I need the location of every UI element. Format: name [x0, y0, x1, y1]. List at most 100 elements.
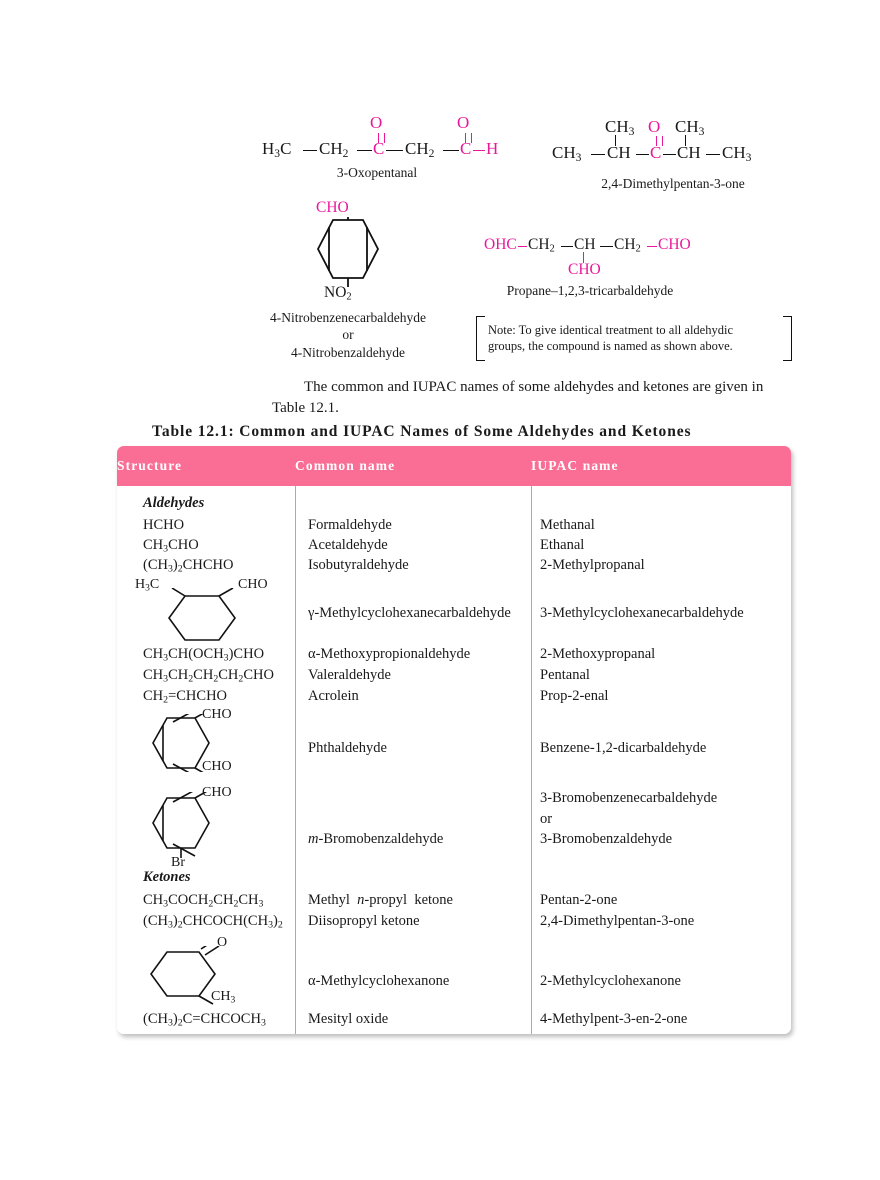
- section-label-aldehydes: Aldehydes: [143, 495, 205, 511]
- bond-4: [647, 246, 657, 247]
- label-cho: CHO: [316, 199, 349, 216]
- atom-c-keto: C: [373, 139, 385, 158]
- label-cho-top: CHO: [202, 707, 232, 722]
- atom-ch-right: CH: [677, 143, 701, 162]
- row-iupac: Pentan-2-one: [540, 892, 618, 908]
- bond-2: [357, 150, 372, 151]
- row-common: Valeraldehyde: [308, 667, 391, 683]
- label-cho-right: CHO: [658, 236, 691, 253]
- row-common: Phthaldehyde: [308, 740, 387, 756]
- row-iupac: Pentanal: [540, 667, 590, 683]
- table-title: Table 12.1: Common and IUPAC Names of So…: [152, 423, 692, 440]
- double-bond-co: [656, 136, 663, 146]
- bracket-right-icon: [783, 316, 792, 361]
- header-structure: Structure: [117, 458, 183, 473]
- cyclohexane-ring: [168, 588, 236, 641]
- label-cho: CHO: [202, 785, 232, 800]
- atom-ch3-top-left: CH3: [605, 117, 635, 138]
- bond-3: [600, 246, 613, 247]
- bond-4: [706, 154, 720, 155]
- row-common: α-Methoxypropionaldehyde: [308, 646, 471, 662]
- row-structure: CH3CH2CH2CH2CHO: [143, 667, 274, 685]
- label-ohc: OHC: [484, 236, 517, 253]
- row-common: Mesityl oxide: [308, 1011, 389, 1027]
- table-header-row: Structure Common name IUPAC name: [117, 446, 791, 486]
- bond-4: [443, 150, 459, 151]
- label-cho-bottom: CHO: [568, 261, 601, 278]
- row-structure: CH2=CHCHO: [143, 688, 228, 706]
- row-iupac: 2-Methoxypropanal: [540, 646, 656, 662]
- atom-ch2-a: CH2: [528, 236, 555, 255]
- row-common: α-Methylcyclohexanone: [308, 973, 450, 989]
- bond-2: [561, 246, 573, 247]
- row-iupac: Methanal: [540, 517, 595, 533]
- note-line-2: groups, the compound is named as shown a…: [488, 339, 733, 353]
- row-structure: (CH3)2C=CHCOCH3: [143, 1011, 266, 1029]
- caption-nitrobenzaldehyde-or: or: [342, 327, 354, 342]
- atom-c-carbonyl: C: [650, 143, 662, 162]
- row-iupac: 4-Methylpent-3-en-2-one: [540, 1011, 688, 1027]
- label-h3c: H3C: [135, 577, 160, 594]
- row-structure: (CH3)2CHCOCH(CH3)2: [143, 913, 283, 931]
- caption-3-oxopentanal: 3-Oxopentanal: [336, 165, 418, 180]
- label-o: O: [217, 935, 228, 950]
- atom-ch3-top-right: CH3: [675, 117, 705, 138]
- caption-nitrobenzaldehyde-line3: 4-Nitrobenzaldehyde: [291, 345, 405, 360]
- row-structure: CH3CH(OCH3)CHO: [143, 646, 265, 664]
- row-common: Diisopropyl ketone: [308, 913, 420, 929]
- row-structure: CH3CHO: [143, 537, 199, 555]
- atom-o-keto: O: [370, 113, 383, 132]
- label-no2: NO2: [324, 284, 352, 303]
- atom-ch-left: CH: [607, 143, 631, 162]
- row-iupac-line2: or: [540, 811, 553, 827]
- benzene-ring-nitro: [316, 217, 380, 287]
- atom-ch2-b: CH2: [405, 139, 435, 160]
- double-bond-keto: [378, 133, 385, 143]
- note-line-1: Note: To give identical treatment to all…: [488, 323, 733, 337]
- structure-3-oxopentanal-graphic: H3C CH2 C O CH2 C O H: [262, 114, 522, 168]
- row-iupac: 2,4-Dimethylpentan-3-one: [540, 913, 695, 929]
- names-table: Structure Common name IUPAC name Aldehyd…: [117, 446, 791, 1034]
- structure-m-bromobenzaldehyde: CHO Br: [135, 786, 285, 874]
- atom-ch3-left: CH3: [552, 143, 582, 164]
- header-iupac-name: IUPAC name: [531, 458, 619, 473]
- structure-methylcyclohexanecarbaldehyde: H3C CHO: [135, 577, 285, 641]
- double-bond-ald: [465, 133, 472, 143]
- bond-ch3-up-left: [615, 135, 616, 146]
- bond-1: [303, 150, 317, 151]
- section-label-ketones: Ketones: [143, 869, 191, 885]
- bracket-left-icon: [476, 316, 485, 361]
- label-cho-bottom: CHO: [202, 759, 232, 774]
- row-common: Methyl n-propyl ketone: [308, 892, 453, 908]
- column-divider-2: [531, 486, 533, 1034]
- row-iupac: 2-Methylcyclohexanone: [540, 973, 681, 989]
- caption-nitrobenzaldehyde-line1: 4-Nitrobenzenecarbaldehyde: [270, 310, 426, 325]
- row-common: Formaldehyde: [308, 517, 392, 533]
- row-iupac: 2-Methylpropanal: [540, 557, 645, 573]
- structure-phthaldehyde: CHO CHO: [135, 708, 285, 778]
- structure-methylcyclohexanone: O CH3: [135, 936, 285, 1006]
- atom-h: H: [486, 139, 499, 158]
- row-structure: (CH3)2CHCHO: [143, 557, 234, 575]
- atom-ch3-right: CH3: [722, 143, 752, 164]
- bond-3: [386, 150, 403, 151]
- bond-2: [636, 154, 649, 155]
- bond-ch3-up-right: [685, 135, 686, 146]
- benzene-ring-ortho: [152, 714, 210, 772]
- caption-tricarbaldehyde: Propane–1,2,3-tricarbaldehyde: [506, 283, 674, 298]
- row-iupac: Ethanal: [540, 537, 585, 553]
- benzene-ring-meta: [152, 792, 210, 858]
- bond-3: [663, 154, 676, 155]
- column-divider-1: [295, 486, 297, 1034]
- row-common: Acetaldehyde: [308, 537, 388, 553]
- structure-24-dimethylpentan-3-one-graphic: CH3 CH CH3 C O CH CH3 CH3: [552, 117, 802, 166]
- bond-1: [591, 154, 605, 155]
- row-common: Isobutyraldehyde: [308, 557, 409, 573]
- atom-ch: CH: [574, 236, 596, 253]
- atom-o-ald: O: [457, 113, 470, 132]
- row-common: Acrolein: [308, 688, 359, 704]
- cyclohexanone-ring: [150, 946, 220, 1005]
- atom-ch2-b: CH2: [614, 236, 641, 255]
- label-ch3: CH3: [211, 989, 236, 1006]
- row-structure: CH3COCH2CH2CH3: [143, 892, 264, 910]
